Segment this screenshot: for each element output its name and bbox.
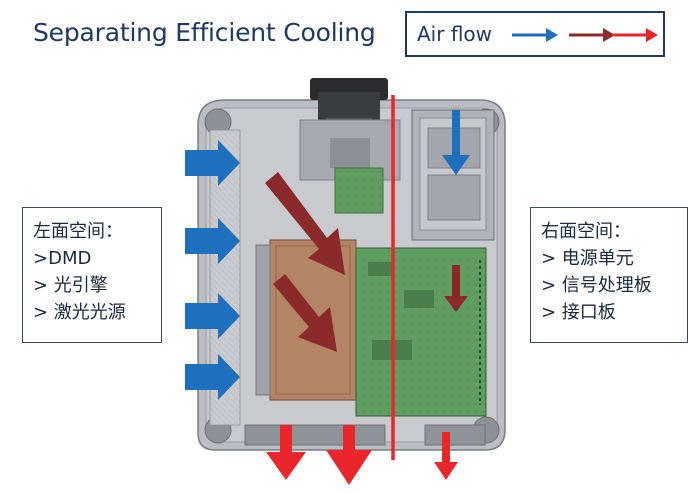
exhaust-arrow-icon [326, 425, 372, 485]
left-space-panel: 左面空间： >DMD > 光引擎 > 激光光源 [22, 207, 162, 343]
diagram-title: Separating Efficient Cooling [33, 18, 376, 47]
exhaust-arrow-icon [266, 425, 306, 480]
left-panel-item: >DMD [33, 248, 92, 269]
internal-airflow-arrows [265, 172, 468, 352]
legend-label: Air flow [417, 22, 493, 46]
dmd-board [334, 167, 384, 214]
power-unit [411, 109, 495, 241]
airflow-legend: Air flow [405, 11, 665, 57]
right-panel-heading: 右面空间： [541, 221, 631, 242]
signal-processing-board [355, 247, 487, 417]
intake-arrow-icon [185, 293, 240, 339]
exhaust-arrows [266, 425, 458, 485]
exhaust-arrow-icon [434, 432, 458, 480]
left-panel-heading: 左面空间： [33, 221, 123, 242]
right-space-panel: 右面空间： > 电源单元 > 信号处理板 > 接口板 [530, 207, 688, 343]
intake-arrow-icon [185, 354, 240, 400]
legend-blue-arrow-icon [512, 28, 558, 42]
left-panel-item: > 光引擎 [33, 275, 108, 296]
intake-arrow-icon [185, 218, 240, 264]
right-panel-item: > 电源单元 [541, 248, 634, 269]
intake-arrows [185, 140, 240, 400]
intake-arrow-down-icon [442, 110, 470, 175]
lens-assembly [299, 78, 401, 181]
right-panel-item: > 接口板 [541, 302, 616, 323]
right-panel-item: > 信号处理板 [541, 275, 652, 296]
legend-brown-arrow-icon [569, 28, 615, 42]
legend-red-arrow-icon [612, 28, 658, 42]
left-panel-item: > 激光光源 [33, 302, 126, 323]
intake-arrow-icon [185, 140, 240, 186]
